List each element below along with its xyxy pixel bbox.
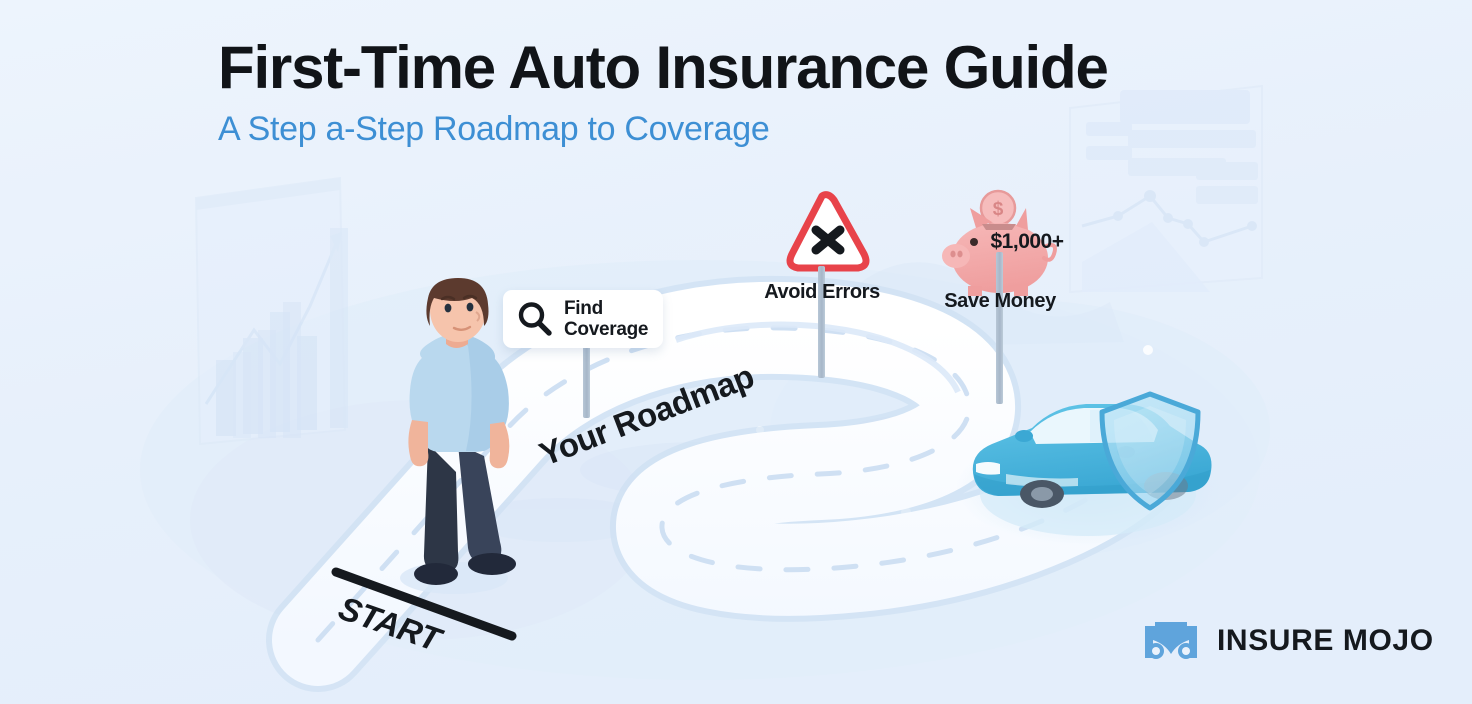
find-coverage-post	[583, 346, 590, 418]
start-label: START	[334, 589, 445, 659]
page-title: First-Time Auto Insurance Guide	[218, 34, 1109, 101]
bg-bar-chart-icon	[194, 176, 348, 446]
page-subtitle: A Step a-Step Roadmap to Coverage	[218, 110, 770, 148]
bg-bar-chart-secondary-icon	[233, 302, 301, 438]
roadmap-label: Your Roadmap	[534, 357, 759, 473]
bg-sparkle-dots-icon	[379, 345, 1153, 564]
shield-icon	[1099, 391, 1201, 511]
warning-triangle-x-icon	[786, 191, 870, 272]
magnifier-icon	[518, 302, 552, 336]
step-label-find-line2: Coverage	[564, 319, 649, 340]
step-card-find-coverage[interactable]: Find Coverage	[503, 290, 663, 348]
person-illustration	[400, 278, 516, 594]
car-illustration	[956, 404, 1220, 546]
header: First-Time Auto Insurance Guide A Step a…	[218, 34, 1109, 148]
save-money-post	[996, 252, 1003, 404]
owl-logo-icon	[1145, 622, 1197, 659]
savings-amount-badge: $1,000+	[990, 230, 1065, 253]
step-label-find-line1: Find	[564, 297, 603, 319]
brand-logo[interactable]: INSURE MOJO	[1141, 620, 1434, 662]
brand-name: INSURE MOJO	[1217, 624, 1434, 657]
step-label-avoid-errors: Avoid Errors	[764, 281, 880, 303]
step-label-save-money: Save Money	[944, 290, 1056, 312]
svg-text:$: $	[993, 199, 1004, 220]
avoid-errors-post	[818, 266, 825, 378]
